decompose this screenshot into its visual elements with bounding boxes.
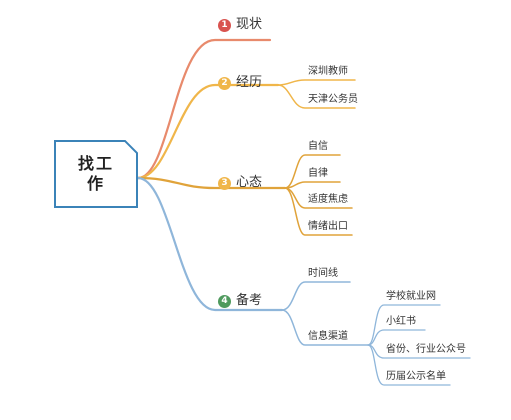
link-root-xianzhuang — [136, 38, 272, 180]
link-beikao-timeline — [281, 281, 351, 311]
root-node[interactable]: 找工 作 — [54, 140, 138, 208]
link-jingli-tianjin — [277, 84, 356, 109]
leaf-zixin[interactable]: 自信 — [308, 141, 328, 152]
link-beikao-channels — [281, 309, 369, 346]
page-fold-icon — [124, 140, 138, 154]
leaf-shidu-jiaolv[interactable]: 适度焦虑 — [308, 194, 348, 205]
badge-3: 3 — [218, 177, 231, 190]
leaf-zilv[interactable]: 自律 — [308, 168, 328, 179]
leaf-timeline[interactable]: 时间线 — [308, 268, 338, 279]
link-root-xintai — [136, 176, 287, 190]
branch-xianzhuang[interactable]: 现状 — [236, 17, 263, 32]
leaf-xiaohongshu[interactable]: 小红书 — [386, 316, 416, 327]
link-xintai-qingxu — [284, 187, 353, 236]
leaf-tianjin-civil-servant[interactable]: 天津公务员 — [308, 94, 358, 105]
link-channels-xiaohongshu — [367, 329, 426, 346]
root-label-line1: 找工 — [77, 154, 114, 173]
root-label: 找工 作 — [56, 154, 136, 194]
link-root-jingli — [136, 83, 280, 180]
link-jingli-shenzhen — [277, 79, 356, 86]
link-xintai-zixin — [284, 154, 341, 189]
leaf-past-public-lists[interactable]: 历届公示名单 — [386, 371, 446, 382]
link-channels-gongshi — [367, 344, 451, 386]
branch-jingli[interactable]: 经历 — [236, 75, 263, 90]
leaf-qingxu-chukou[interactable]: 情绪出口 — [308, 221, 348, 232]
link-channels-xuexiao — [367, 304, 441, 346]
badge-4: 4 — [218, 295, 231, 308]
branch-xintai[interactable]: 心态 — [236, 175, 263, 190]
badge-1: 1 — [218, 19, 231, 32]
link-root-beikao — [136, 176, 284, 312]
leaf-school-job-site[interactable]: 学校就业网 — [386, 291, 436, 302]
leaf-shenzhen-teacher[interactable]: 深圳教师 — [308, 66, 348, 77]
leaf-province-industry-accounts[interactable]: 省份、行业公众号 — [386, 344, 466, 355]
root-label-line2: 作 — [86, 174, 105, 193]
badge-2: 2 — [218, 77, 231, 90]
link-xintai-zilv — [284, 181, 341, 189]
node-info-channels[interactable]: 信息渠道 — [308, 331, 348, 342]
branch-beikao[interactable]: 备考 — [236, 293, 263, 308]
